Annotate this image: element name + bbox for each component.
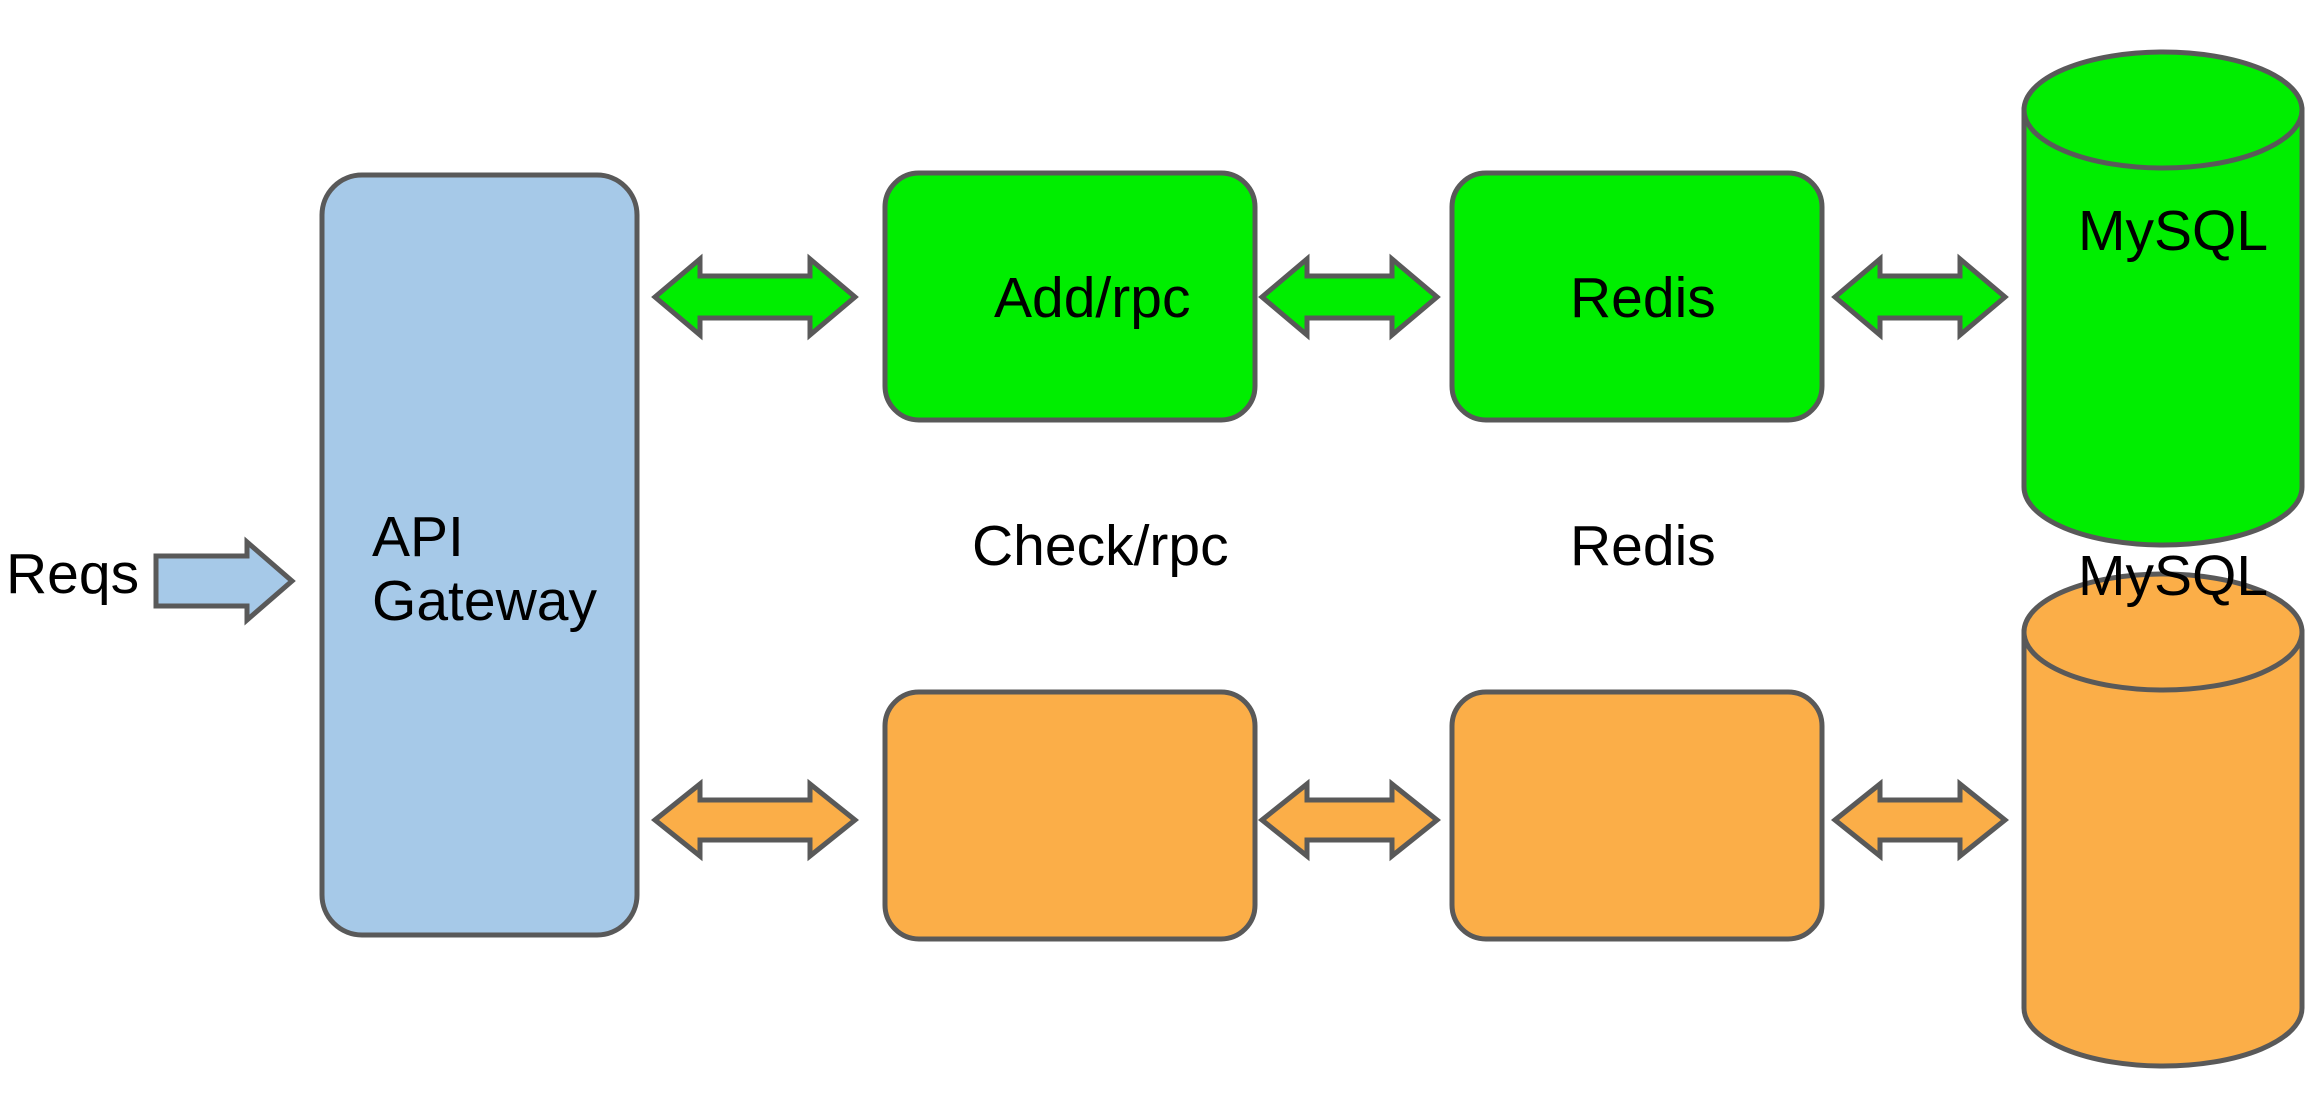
add-rpc-node[interactable] (882, 170, 1258, 423)
add-to-redis-arrow (1258, 253, 1441, 341)
gateway-to-check-arrow (650, 778, 860, 862)
reqs-inbound-arrow (153, 536, 296, 626)
check-rpc-node[interactable] (882, 689, 1258, 942)
redis-check-node[interactable] (1449, 689, 1825, 942)
api-gateway-node[interactable] (319, 172, 640, 938)
redis-add-node[interactable] (1449, 170, 1825, 423)
mysql-check-node[interactable] (2021, 571, 2305, 1069)
redis-to-mysql-arrow-top (1831, 253, 2009, 341)
redis-to-mysql-arrow-bottom (1830, 778, 2010, 862)
gateway-to-add-arrow (651, 253, 859, 341)
check-to-redis-arrow (1257, 778, 1442, 862)
mysql-add-node[interactable] (2021, 49, 2305, 548)
